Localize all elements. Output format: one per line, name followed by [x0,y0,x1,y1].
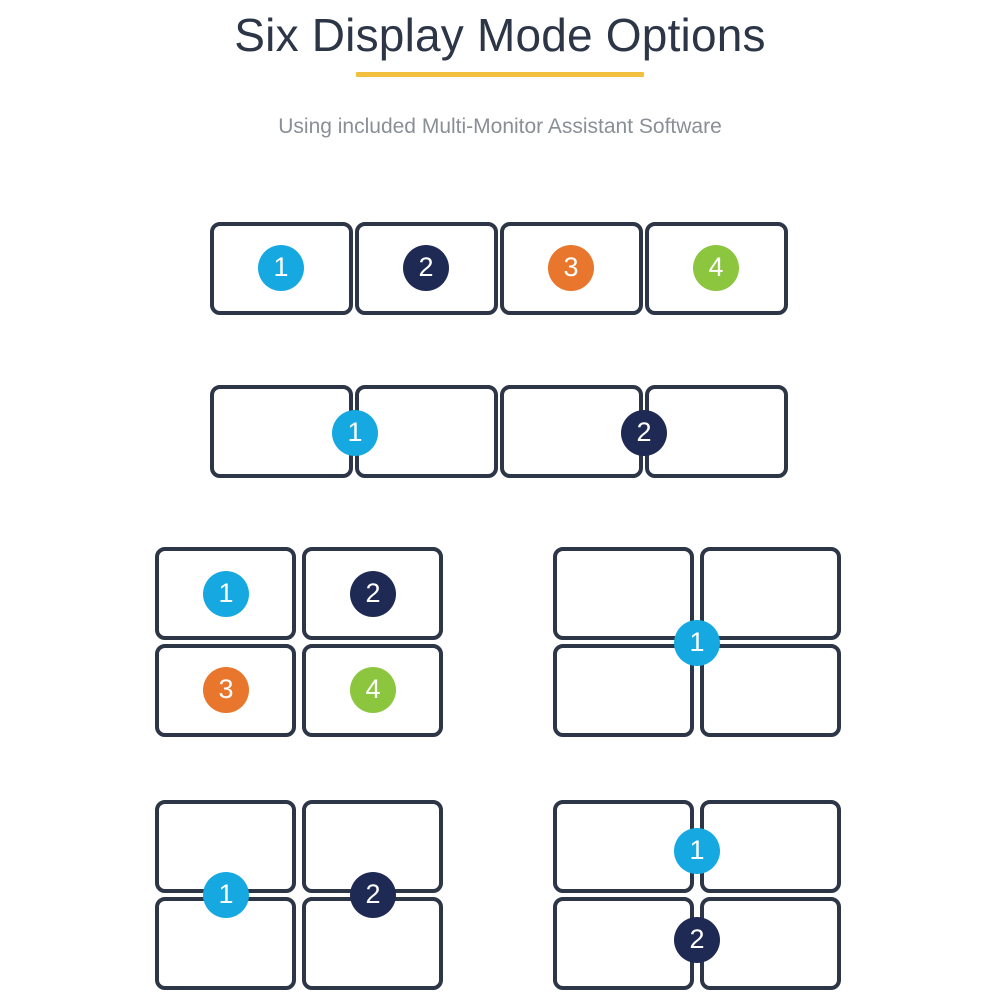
badge-label: 1 [689,834,705,865]
display-number-badge: 1 [203,571,249,617]
badge-label: 4 [708,251,724,282]
display-number-badge: 3 [548,245,594,291]
page-subtitle: Using included Multi-Monitor Assistant S… [278,115,722,138]
display-number-badge: 2 [674,917,720,963]
page-header: Six Display Mode Options Using included … [0,0,1000,141]
badge-label: 2 [418,251,434,282]
monitor-screen[interactable] [553,547,694,640]
display-number-badge: 1 [258,245,304,291]
monitor-screen[interactable] [355,222,498,315]
title-underline [356,72,644,77]
monitor-screen[interactable] [700,800,841,893]
badge-label: 2 [689,923,705,954]
badge-label: 1 [273,251,289,282]
badge-label: 3 [218,673,234,704]
badge-label: 1 [689,626,705,657]
badge-label: 2 [365,878,381,909]
display-number-badge: 2 [403,245,449,291]
badge-label: 2 [365,577,381,608]
monitor-screen[interactable] [553,800,694,893]
display-number-badge: 1 [332,410,378,456]
monitor-screen[interactable] [553,897,694,990]
monitor-screen[interactable] [700,547,841,640]
display-number-badge: 2 [350,872,396,918]
page-title: Six Display Mode Options [234,9,766,61]
badge-label: 1 [218,878,234,909]
display-number-badge: 1 [674,620,720,666]
display-number-badge: 1 [203,872,249,918]
display-number-badge: 3 [203,667,249,713]
badge-label: 2 [636,416,652,447]
badge-label: 3 [563,251,579,282]
monitor-screen[interactable] [553,644,694,737]
monitor-screen[interactable] [500,385,643,478]
monitor-screen[interactable] [700,897,841,990]
display-number-badge: 2 [621,410,667,456]
badge-label: 1 [218,577,234,608]
monitor-screen[interactable] [700,644,841,737]
display-number-badge: 4 [350,667,396,713]
badge-label: 4 [365,673,381,704]
display-number-badge: 4 [693,245,739,291]
display-number-badge: 2 [350,571,396,617]
display-number-badge: 1 [674,828,720,874]
badge-label: 1 [347,416,363,447]
